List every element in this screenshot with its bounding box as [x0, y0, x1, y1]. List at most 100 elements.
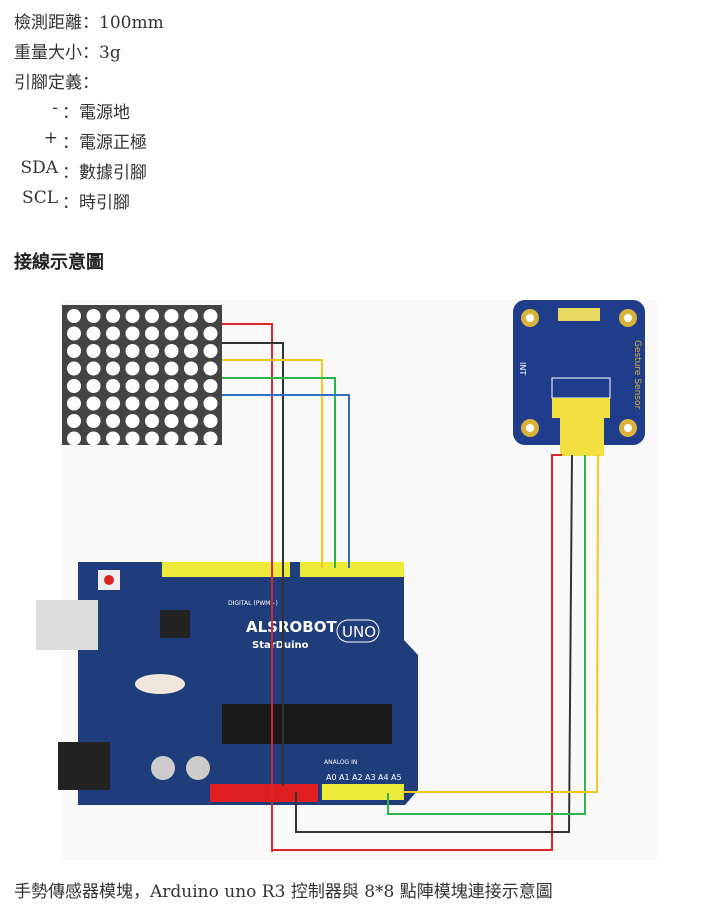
led-dot: [184, 396, 198, 411]
led-dot: [86, 344, 101, 358]
led-dot: [203, 309, 218, 323]
led-dot: [203, 344, 218, 358]
pin-name: -: [52, 98, 58, 118]
led-dot: [203, 396, 218, 411]
led-dot: [125, 344, 140, 358]
led-dot: [184, 431, 198, 446]
led-dot: [164, 326, 179, 341]
led-dot: [164, 379, 179, 393]
led-dot: [164, 414, 179, 428]
wire-green-sensor: [387, 455, 586, 815]
led-matrix: [62, 305, 222, 446]
led-dot: [145, 344, 159, 358]
led-dot: [86, 361, 101, 376]
led-dot: [86, 414, 101, 428]
led-dot: [145, 379, 159, 393]
led-dot: [184, 414, 198, 428]
svg-text:INT: INT: [518, 362, 527, 375]
svg-text:StarDuino: StarDuino: [252, 640, 309, 651]
led-dot: [145, 326, 159, 341]
led-dot: [203, 379, 218, 393]
digital-header: [162, 562, 290, 577]
led-dot: [67, 326, 81, 341]
pins-title: 引腳定義：: [14, 73, 99, 93]
svg-text:A4: A4: [378, 773, 389, 782]
wire-black-sensor: [295, 454, 573, 833]
led-dot: [125, 379, 140, 393]
wire-blue-matrix: [222, 394, 350, 568]
led-dot: [106, 361, 120, 376]
crystal: [135, 674, 185, 694]
arduino-board: ALSROBOT StarDuino UNO DIGITAL (PWM~) AN…: [36, 562, 418, 805]
svg-text:UNO: UNO: [342, 623, 376, 641]
led-dot: [106, 379, 120, 393]
pin-name: SCL: [22, 188, 58, 208]
led-dot: [145, 361, 159, 376]
led-dot: [164, 431, 179, 446]
spec-weight: 重量大小：3g: [14, 43, 121, 63]
atmega-chip: [222, 704, 392, 744]
led-dot: [67, 361, 81, 376]
led-dot: [164, 309, 179, 323]
led-dot: [86, 396, 101, 411]
wire-red-matrix: [222, 323, 273, 852]
led-dot: [86, 379, 101, 393]
svg-text:A5: A5: [391, 773, 402, 782]
led-dot: [67, 344, 81, 358]
led-dot: [184, 361, 198, 376]
led-dot: [67, 309, 81, 323]
led-dot: [203, 361, 218, 376]
led-dot: [125, 309, 140, 323]
led-dot: [125, 431, 140, 446]
led-dot: [125, 326, 140, 341]
led-dot: [125, 414, 140, 428]
wire-yellow-sensor: [402, 454, 599, 793]
led-dot: [145, 414, 159, 428]
svg-text:ANALOG IN: ANALOG IN: [324, 759, 357, 766]
led-dot: [164, 344, 179, 358]
led-dot: [67, 379, 81, 393]
led-dot: [86, 431, 101, 446]
wire-green-matrix: [222, 377, 336, 568]
led-dot: [125, 361, 140, 376]
pin-name: +: [43, 128, 58, 148]
section-title: 接線示意圖: [14, 252, 104, 273]
led-dot: [86, 326, 101, 341]
led-dot: [184, 309, 198, 323]
svg-text:A0: A0: [326, 773, 337, 782]
wire-red-sensor: [272, 454, 562, 851]
led-dot: [145, 396, 159, 411]
power-jack: [58, 742, 110, 790]
analog-header: [322, 784, 404, 800]
svg-text:ALSROBOT: ALSROBOT: [246, 618, 337, 636]
led-dot: [203, 326, 218, 341]
led-dot: [203, 414, 218, 428]
wire-black-matrix: [222, 342, 284, 786]
spec-distance: 檢測距離：100mm: [14, 13, 164, 33]
digital-header: [300, 562, 404, 577]
led-dot: [106, 344, 120, 358]
svg-text:Gesture Sensor: Gesture Sensor: [632, 340, 642, 409]
led-dot: [184, 379, 198, 393]
pin-desc: ：數據引腳: [62, 163, 147, 183]
led-dot: [106, 309, 120, 323]
led-dot: [184, 326, 198, 341]
led-dot: [86, 309, 101, 323]
power-header: [210, 784, 318, 802]
led-dot: [67, 396, 81, 411]
led-dot: [184, 344, 198, 358]
led-dot: [106, 431, 120, 446]
wire-yellow-matrix: [222, 359, 323, 568]
caption: 手勢傳感器模塊，Arduino uno R3 控制器與 8*8 點陣模塊連接示意…: [14, 882, 553, 902]
led-dot: [125, 396, 140, 411]
led-dot: [145, 309, 159, 323]
led-dot: [164, 396, 179, 411]
led-dot: [106, 326, 120, 341]
pin-desc: ：電源正極: [62, 133, 147, 153]
svg-text:A1: A1: [339, 773, 350, 782]
led-dot: [145, 431, 159, 446]
gesture-sensor: Gesture Sensor INT: [513, 300, 645, 456]
pin-desc: ：電源地: [62, 103, 130, 123]
led-dot: [67, 414, 81, 428]
